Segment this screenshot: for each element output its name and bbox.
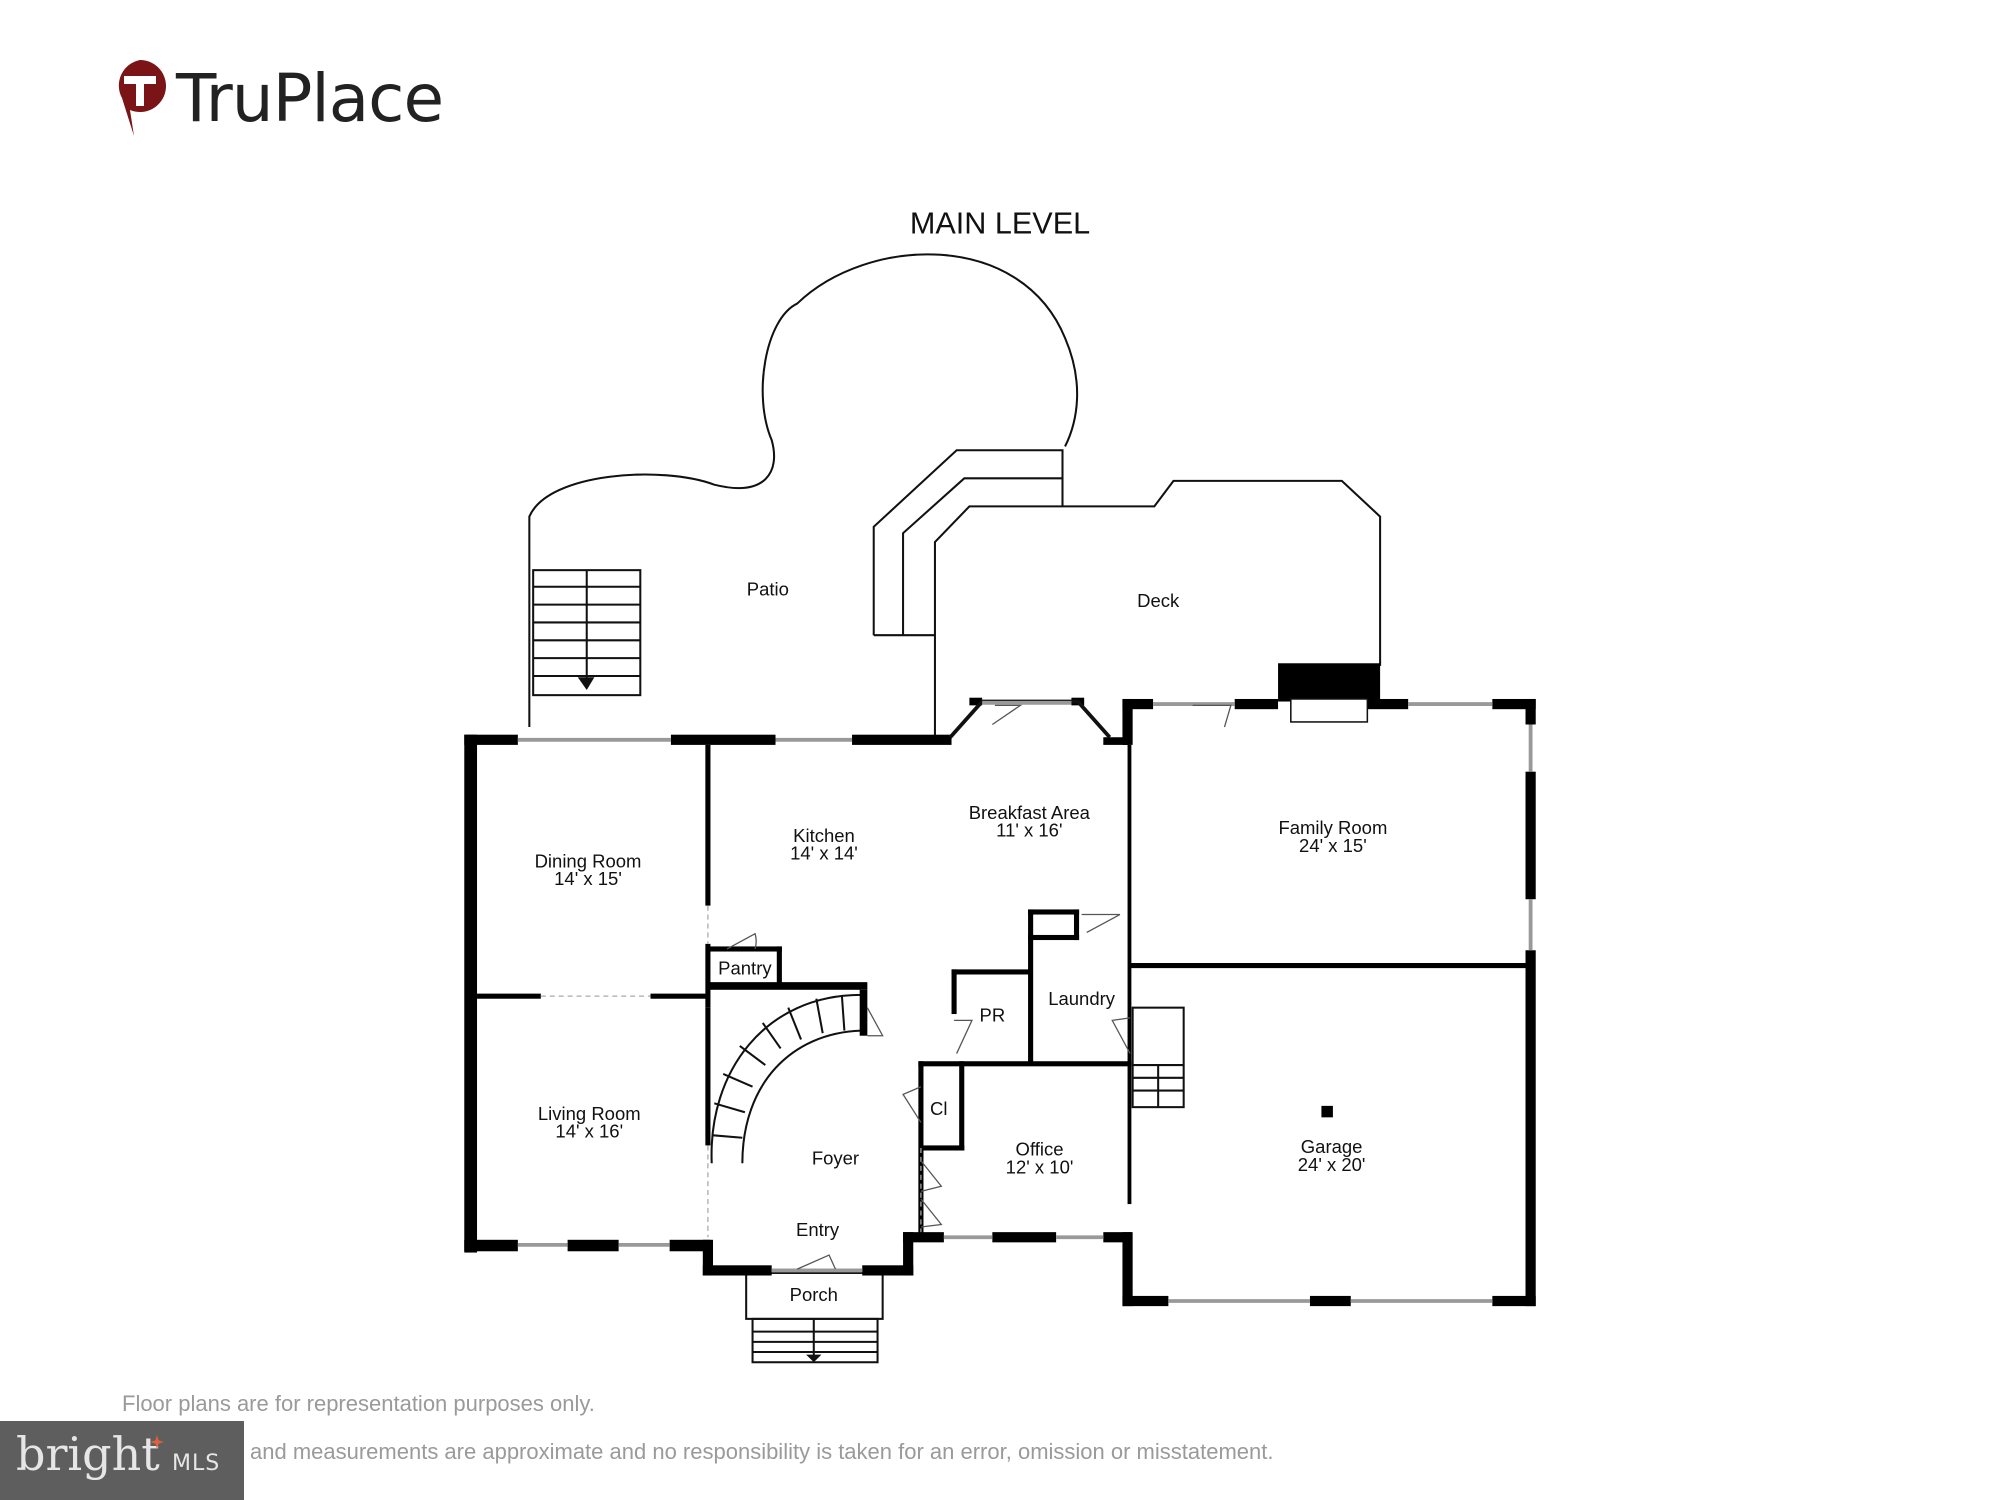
room-name: Patio	[747, 579, 789, 600]
room-size: 24' x 20'	[1298, 1154, 1366, 1175]
room-size: 11' x 16'	[996, 820, 1062, 841]
garage-post	[1321, 1105, 1333, 1118]
room-name: Breakfast Area	[969, 802, 1091, 823]
room-name: Deck	[1137, 590, 1180, 611]
room-name: Dining Room	[535, 850, 642, 871]
room-name: Kitchen	[793, 825, 855, 846]
badge-word: bright	[16, 1427, 160, 1481]
disclaimer-line-2: and measurements are approximate and no …	[250, 1439, 1274, 1464]
door-swings	[726, 704, 1232, 1270]
room-name: PR	[980, 1005, 1006, 1026]
down-arrow-icon	[577, 677, 822, 1363]
deck-outline	[933, 479, 1382, 738]
truplace-logo: TruPlace	[112, 58, 444, 138]
room-size: 14' x 16'	[555, 1121, 623, 1142]
room-name: Living Room	[538, 1103, 641, 1124]
room-name: Family Room	[1278, 817, 1387, 838]
room-name: Foyer	[812, 1148, 859, 1169]
room-size: 12' x 10'	[1006, 1156, 1074, 1177]
patio-outline	[528, 253, 1079, 728]
level-title: MAIN LEVEL	[910, 206, 1090, 240]
fireplace-hearth	[1290, 698, 1369, 723]
room-size: 14' x 15'	[554, 868, 622, 889]
bright-mls-badge: bright MLS	[0, 1421, 244, 1500]
deck-stairs	[872, 449, 1064, 637]
curved-stairs	[710, 993, 862, 1164]
brand-name: TruPlace	[176, 59, 444, 137]
room-size: 14' x 14'	[790, 843, 858, 864]
room-name: Office	[1016, 1139, 1064, 1160]
walls	[464, 663, 1536, 1307]
porch-steps	[751, 1317, 879, 1364]
room-name: Laundry	[1048, 988, 1116, 1009]
room-name: Pantry	[718, 957, 772, 978]
room-name: Entry	[796, 1219, 840, 1240]
room-name: Porch	[790, 1284, 838, 1305]
room-labels: Patio Deck Kitchen 14' x 14' Breakfast A…	[535, 579, 1388, 1305]
map-pin-t-icon	[118, 60, 166, 136]
windows	[517, 700, 1533, 1303]
badge-suffix: MLS	[172, 1451, 221, 1476]
star-icon	[150, 1435, 164, 1449]
disclaimer-line-1: Floor plans are for representation purpo…	[122, 1391, 595, 1416]
room-name: Garage	[1301, 1136, 1363, 1157]
room-name: Cl	[930, 1098, 947, 1119]
room-size: 24' x 15'	[1299, 835, 1367, 856]
